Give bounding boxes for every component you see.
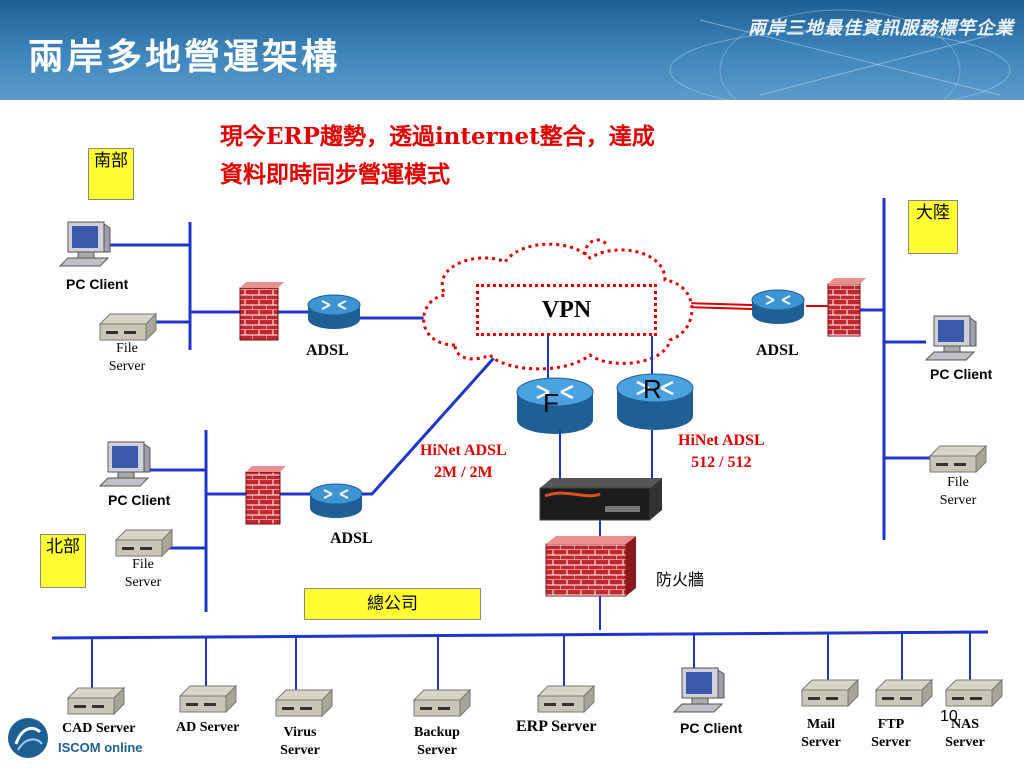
company-logo-icon xyxy=(8,718,48,758)
headline: 現今ERP趨勢，透過internet整合，達成 資料即時同步營運模式 xyxy=(220,118,655,194)
mainland-firewall-icon xyxy=(827,278,866,337)
ad-server-icon xyxy=(179,685,237,713)
cad-server-label: CAD Server xyxy=(62,721,136,736)
hq-pc-client-label: PC Client xyxy=(680,720,743,736)
region-north-label: 北部 xyxy=(40,534,86,588)
north-file-server-icon xyxy=(115,529,173,557)
mainland-adsl-router-icon xyxy=(751,289,805,325)
mainland-pc-client-label: PC Client xyxy=(930,366,993,382)
mail-server-label: Mail Server xyxy=(801,717,841,750)
hinet-right-line-2: 512 / 512 xyxy=(691,454,752,471)
ftp-server-label: FTP Server xyxy=(871,717,911,750)
south-file-server-icon xyxy=(99,313,157,341)
mainland-file-server-label: File Server xyxy=(939,475,977,508)
south-firewall-icon xyxy=(239,282,284,341)
erp-server-icon xyxy=(537,685,595,713)
headline-line-1: 現今ERP趨勢，透過internet整合，達成 xyxy=(220,123,655,150)
hinet-left-line-2: 2M / 2M xyxy=(434,464,493,481)
virus-server-label: Virus Server xyxy=(280,725,320,758)
headline-line-2: 資料即時同步營運模式 xyxy=(220,161,450,188)
north-adsl-router-icon xyxy=(309,483,363,519)
hinet-right-label: HiNet ADSL 512 / 512 xyxy=(678,430,765,474)
hq-firewall-icon xyxy=(545,536,636,597)
header-decoration xyxy=(669,9,1011,100)
south-file-server-label: File Server xyxy=(108,341,146,374)
erp-server-label: ERP Server xyxy=(516,718,597,735)
backup-server-label: Backup Server xyxy=(414,725,460,758)
mainland-file-server-icon xyxy=(929,445,987,473)
header-slogan: 兩岸三地最佳資訊服務標竿企業 xyxy=(748,18,1014,39)
south-pc-client-icon xyxy=(59,221,111,267)
mail-server-icon xyxy=(801,679,859,707)
hinet-left-label: HiNet ADSL 2M / 2M xyxy=(420,440,507,484)
ad-server-label: AD Server xyxy=(176,720,240,735)
hinet-right-line-1: HiNet ADSL xyxy=(678,432,765,449)
north-file-server-label: File Server xyxy=(124,557,162,590)
cad-server-icon xyxy=(67,687,125,715)
router-r-letter: R xyxy=(643,374,662,404)
north-pc-client-label: PC Client xyxy=(108,492,171,508)
vpn-label: VPN xyxy=(476,284,657,336)
firewall-label: 防火牆 xyxy=(656,570,705,589)
south-adsl-router-icon xyxy=(307,294,361,330)
south-pc-client-label: PC Client xyxy=(66,276,129,292)
north-firewall-icon xyxy=(245,466,286,525)
page-title: 兩岸多地營運架構 xyxy=(28,36,341,78)
hq-firewall-appliance-icon xyxy=(539,478,662,521)
nas-server-label: NAS Server xyxy=(945,717,985,750)
router-f-letter: F xyxy=(543,388,559,418)
virus-server-icon xyxy=(275,689,333,717)
south-network xyxy=(59,221,478,350)
north-network xyxy=(99,338,512,612)
region-south-label: 南部 xyxy=(88,148,134,200)
page-number: 10 xyxy=(940,708,958,725)
north-pc-client-icon xyxy=(99,441,151,487)
mainland-pc-client-icon xyxy=(925,315,977,361)
region-mainland-label: 大陸 xyxy=(908,200,958,254)
hq-pc-client-icon xyxy=(673,667,725,713)
mainland-adsl-label: ADSL xyxy=(756,342,799,359)
backup-server-icon xyxy=(413,689,471,717)
ftp-server-icon xyxy=(875,679,933,707)
hq-label: 總公司 xyxy=(304,588,481,620)
hinet-left-line-1: HiNet ADSL xyxy=(420,442,507,459)
logo-text: ISCOM online xyxy=(58,740,143,755)
south-adsl-label: ADSL xyxy=(306,342,349,359)
hq-backbone-line xyxy=(51,630,989,640)
nas-server-icon xyxy=(945,679,1003,707)
slide-header: 兩岸多地營運架構 兩岸三地最佳資訊服務標竿企業 xyxy=(0,0,1024,100)
north-adsl-label: ADSL xyxy=(330,530,373,547)
